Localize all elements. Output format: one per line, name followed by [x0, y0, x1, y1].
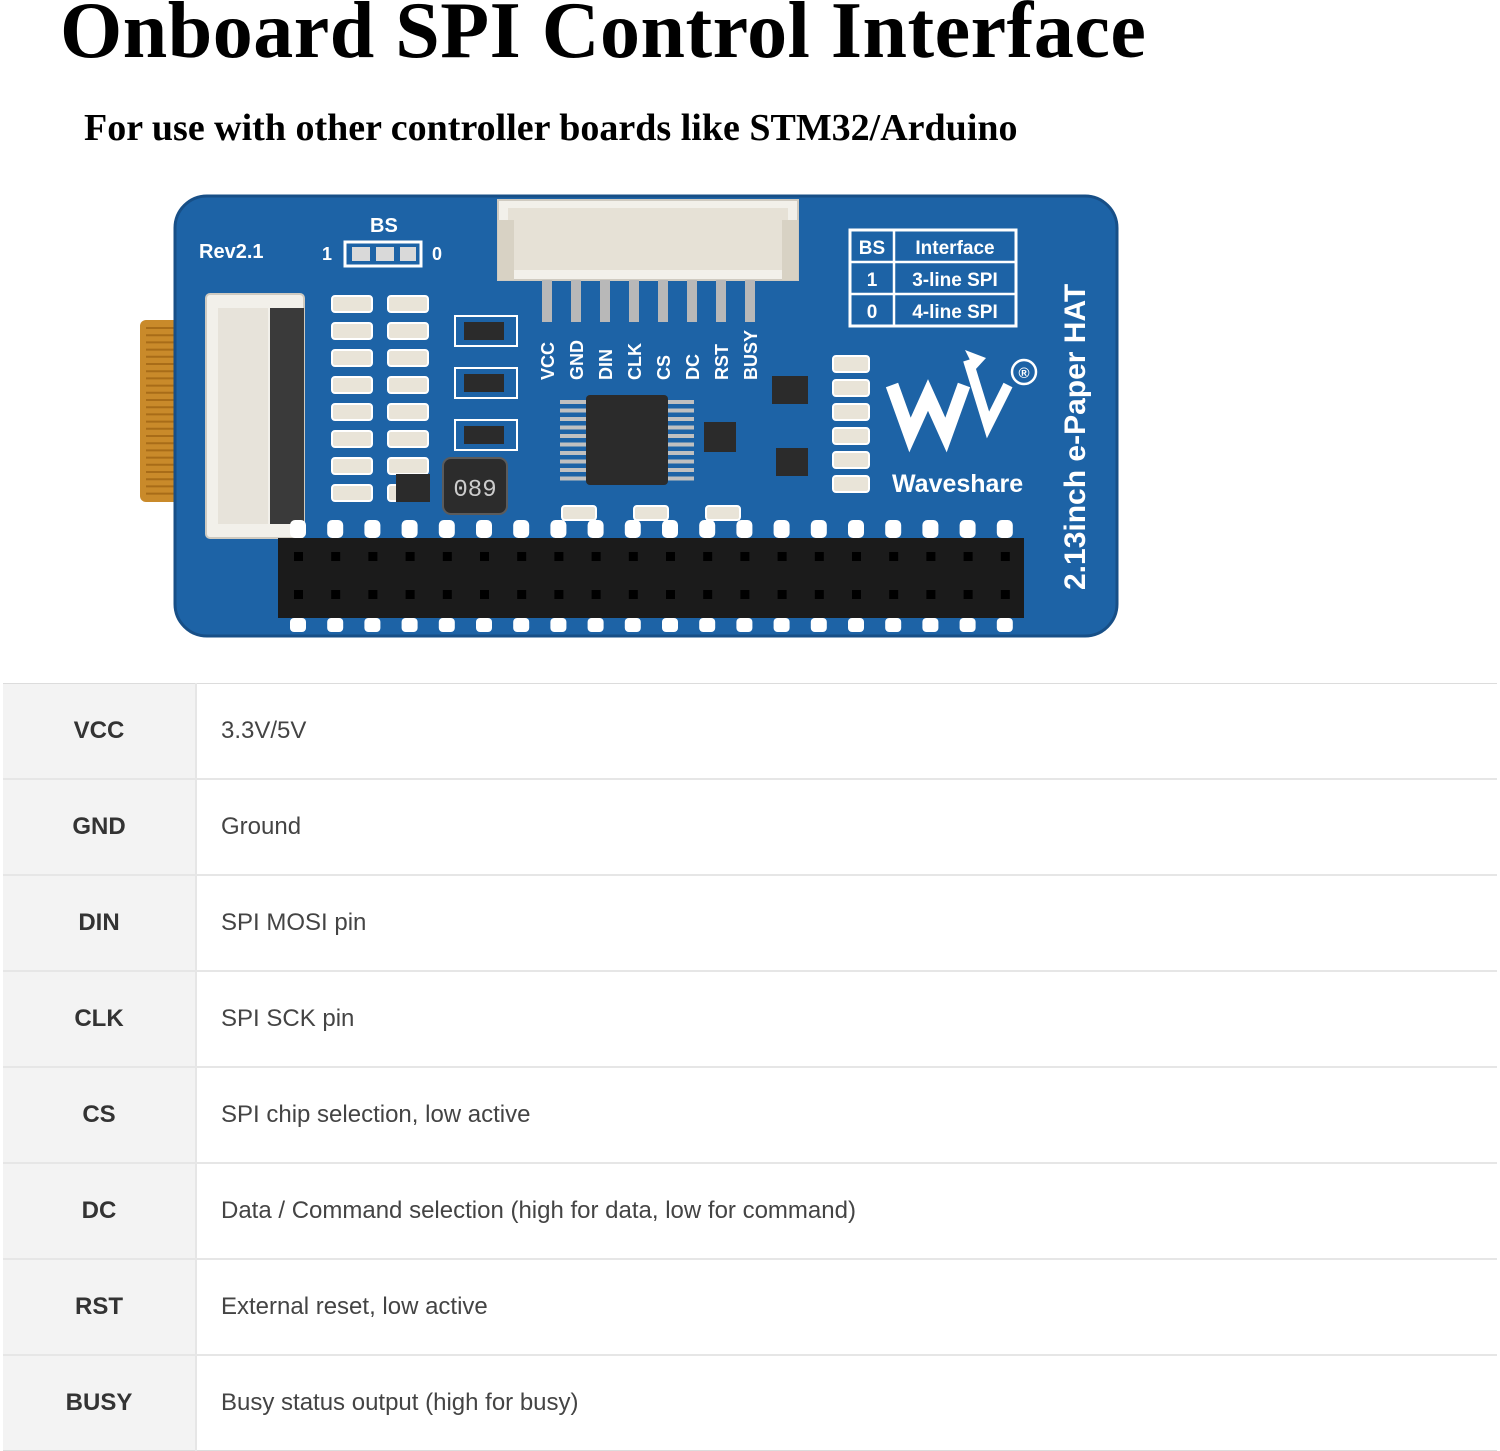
bs-interface-table: BS Interface 1 3-line SPI 0 4-line SPI: [848, 228, 1018, 328]
pin-name-cell: DIN: [3, 875, 197, 972]
board-photo: 089 Rev2.1 BS 1 0 BS Interface 1 3-line …: [130, 190, 1130, 650]
fpc-connector: [205, 293, 305, 539]
bs-table-header-bs: BS: [859, 238, 885, 259]
pin-name-cell: BUSY: [3, 1355, 197, 1451]
pin-description-cell: SPI SCK pin: [196, 971, 1497, 1068]
brand-label: Waveshare: [892, 470, 1023, 498]
inductor-marking: 089: [453, 477, 496, 504]
pin-name-cell: VCC: [3, 683, 197, 780]
bs-jumper: [343, 240, 423, 268]
pin-description-cell: Data / Command selection (high for data,…: [196, 1163, 1497, 1260]
page-title: Onboard SPI Control Interface: [60, 0, 1147, 75]
page-subtitle: For use with other controller boards lik…: [84, 107, 1018, 149]
revision-label: Rev2.1: [199, 241, 264, 263]
top-connector: [497, 199, 799, 281]
table-row: BUSY Busy status output (high for busy): [3, 1355, 1497, 1451]
pin-name-cell: RST: [3, 1259, 197, 1356]
pin-label-busy: BUSY: [741, 330, 761, 380]
product-name-label: 2.13inch e-Paper HAT: [1059, 284, 1092, 590]
pin-label-cs: CS: [654, 355, 674, 380]
gpio-header: [278, 538, 1024, 618]
pin-label-gnd: GND: [567, 340, 587, 380]
bs-table-row2-interface: 4-line SPI: [912, 302, 998, 323]
connector-pin-labels: VCC GND DIN CLK CS DC RST BUSY: [538, 330, 761, 380]
pin-description-cell: Busy status output (high for busy): [221, 1389, 579, 1416]
pin-description-cell: SPI MOSI pin: [196, 875, 1497, 972]
pin-label-clk: CLK: [625, 343, 645, 380]
pin-description-cell: External reset, low active: [196, 1259, 1497, 1356]
bs-table-row1-interface: 3-line SPI: [912, 270, 998, 291]
pin-name-cell: DC: [3, 1163, 197, 1260]
pin-label-din: DIN: [596, 349, 616, 380]
bs-table-row2-bs: 0: [867, 302, 878, 323]
waveshare-logo: ®: [885, 350, 1038, 453]
pin-name-cell: CLK: [3, 971, 197, 1068]
pin-name-cell: GND: [3, 779, 197, 876]
pin-description-cell: 3.3V/5V: [196, 683, 1497, 780]
inductor: 089: [442, 457, 508, 515]
bs-label: BS: [370, 215, 398, 237]
pin-label-rst: RST: [712, 344, 732, 380]
registered-icon: ®: [1018, 365, 1029, 382]
pin-label-dc: DC: [683, 354, 703, 380]
driver-ic: [560, 395, 694, 485]
pin-description-cell: SPI chip selection, low active: [196, 1067, 1497, 1164]
pin-label-vcc: VCC: [538, 342, 558, 380]
bs-table-row1-bs: 1: [867, 270, 878, 291]
pin-name-cell: CS: [3, 1067, 197, 1164]
pin-description-cell: Ground: [196, 779, 1497, 876]
bs-one-label: 1: [322, 244, 332, 264]
bs-zero-label: 0: [432, 244, 442, 264]
bs-table-header-interface: Interface: [915, 238, 994, 259]
